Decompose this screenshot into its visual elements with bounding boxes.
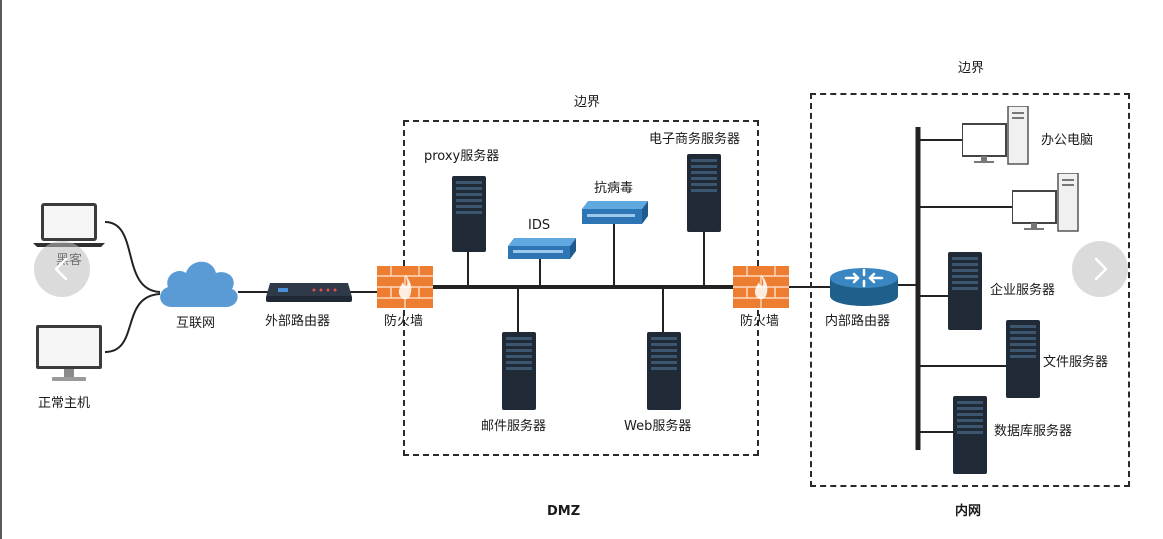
carousel-prev-button[interactable] — [34, 241, 90, 297]
mail-server-label: 邮件服务器 — [481, 419, 547, 434]
intranet-border-label: 边界 — [958, 61, 985, 76]
database-server-icon — [953, 396, 987, 474]
window-edge — [0, 0, 2, 539]
hacker-laptop-icon — [33, 203, 105, 247]
antivirus-device-icon — [582, 201, 648, 224]
normal-host-icon — [36, 325, 102, 381]
proxy-server-icon — [452, 176, 486, 252]
office-pc-label: 办公电脑 — [1041, 133, 1094, 148]
dmz-border-label: 边界 — [574, 95, 601, 110]
firewall-inner-label: 防火墙 — [740, 314, 780, 329]
file-server-label: 文件服务器 — [1043, 355, 1109, 370]
mail-server-icon — [502, 332, 536, 410]
enterprise-server-icon — [948, 252, 982, 330]
office-pc-icon — [1012, 173, 1079, 232]
internal-router-icon — [830, 268, 898, 306]
external-router-icon — [266, 283, 352, 302]
intranet-zone — [810, 93, 1130, 487]
ids-device-icon — [508, 238, 576, 259]
database-server-label: 数据库服务器 — [994, 424, 1073, 439]
antivirus-label: 抗病毒 — [594, 181, 634, 196]
external-router-label: 外部路由器 — [265, 314, 331, 329]
ids-label: IDS — [528, 218, 551, 233]
firewall-outer-icon — [377, 266, 433, 308]
internet-label: 互联网 — [176, 316, 216, 331]
ecommerce-server-label: 电子商务服务器 — [649, 132, 741, 147]
carousel-next-button[interactable] — [1072, 241, 1128, 297]
dmz-caption: DMZ — [547, 504, 581, 519]
link-host-internet — [104, 293, 161, 353]
web-server-label: Web服务器 — [624, 419, 692, 434]
enterprise-server-label: 企业服务器 — [990, 283, 1056, 298]
proxy-server-label: proxy服务器 — [424, 149, 500, 164]
internet-cloud-icon — [160, 261, 238, 307]
normal-host-label: 正常主机 — [38, 396, 91, 411]
firewall-outer-label: 防火墙 — [384, 314, 424, 329]
chevron-left-icon — [54, 257, 68, 281]
file-server-icon — [1006, 320, 1040, 398]
office-pc-icon — [962, 106, 1029, 165]
web-server-icon — [647, 332, 681, 410]
internal-router-label: 内部路由器 — [825, 314, 891, 329]
ecommerce-server-icon — [687, 154, 721, 232]
firewall-inner-icon — [733, 266, 789, 308]
link-hacker-internet — [104, 221, 161, 293]
intranet-caption: 内网 — [955, 504, 982, 519]
chevron-right-icon — [1094, 257, 1108, 281]
